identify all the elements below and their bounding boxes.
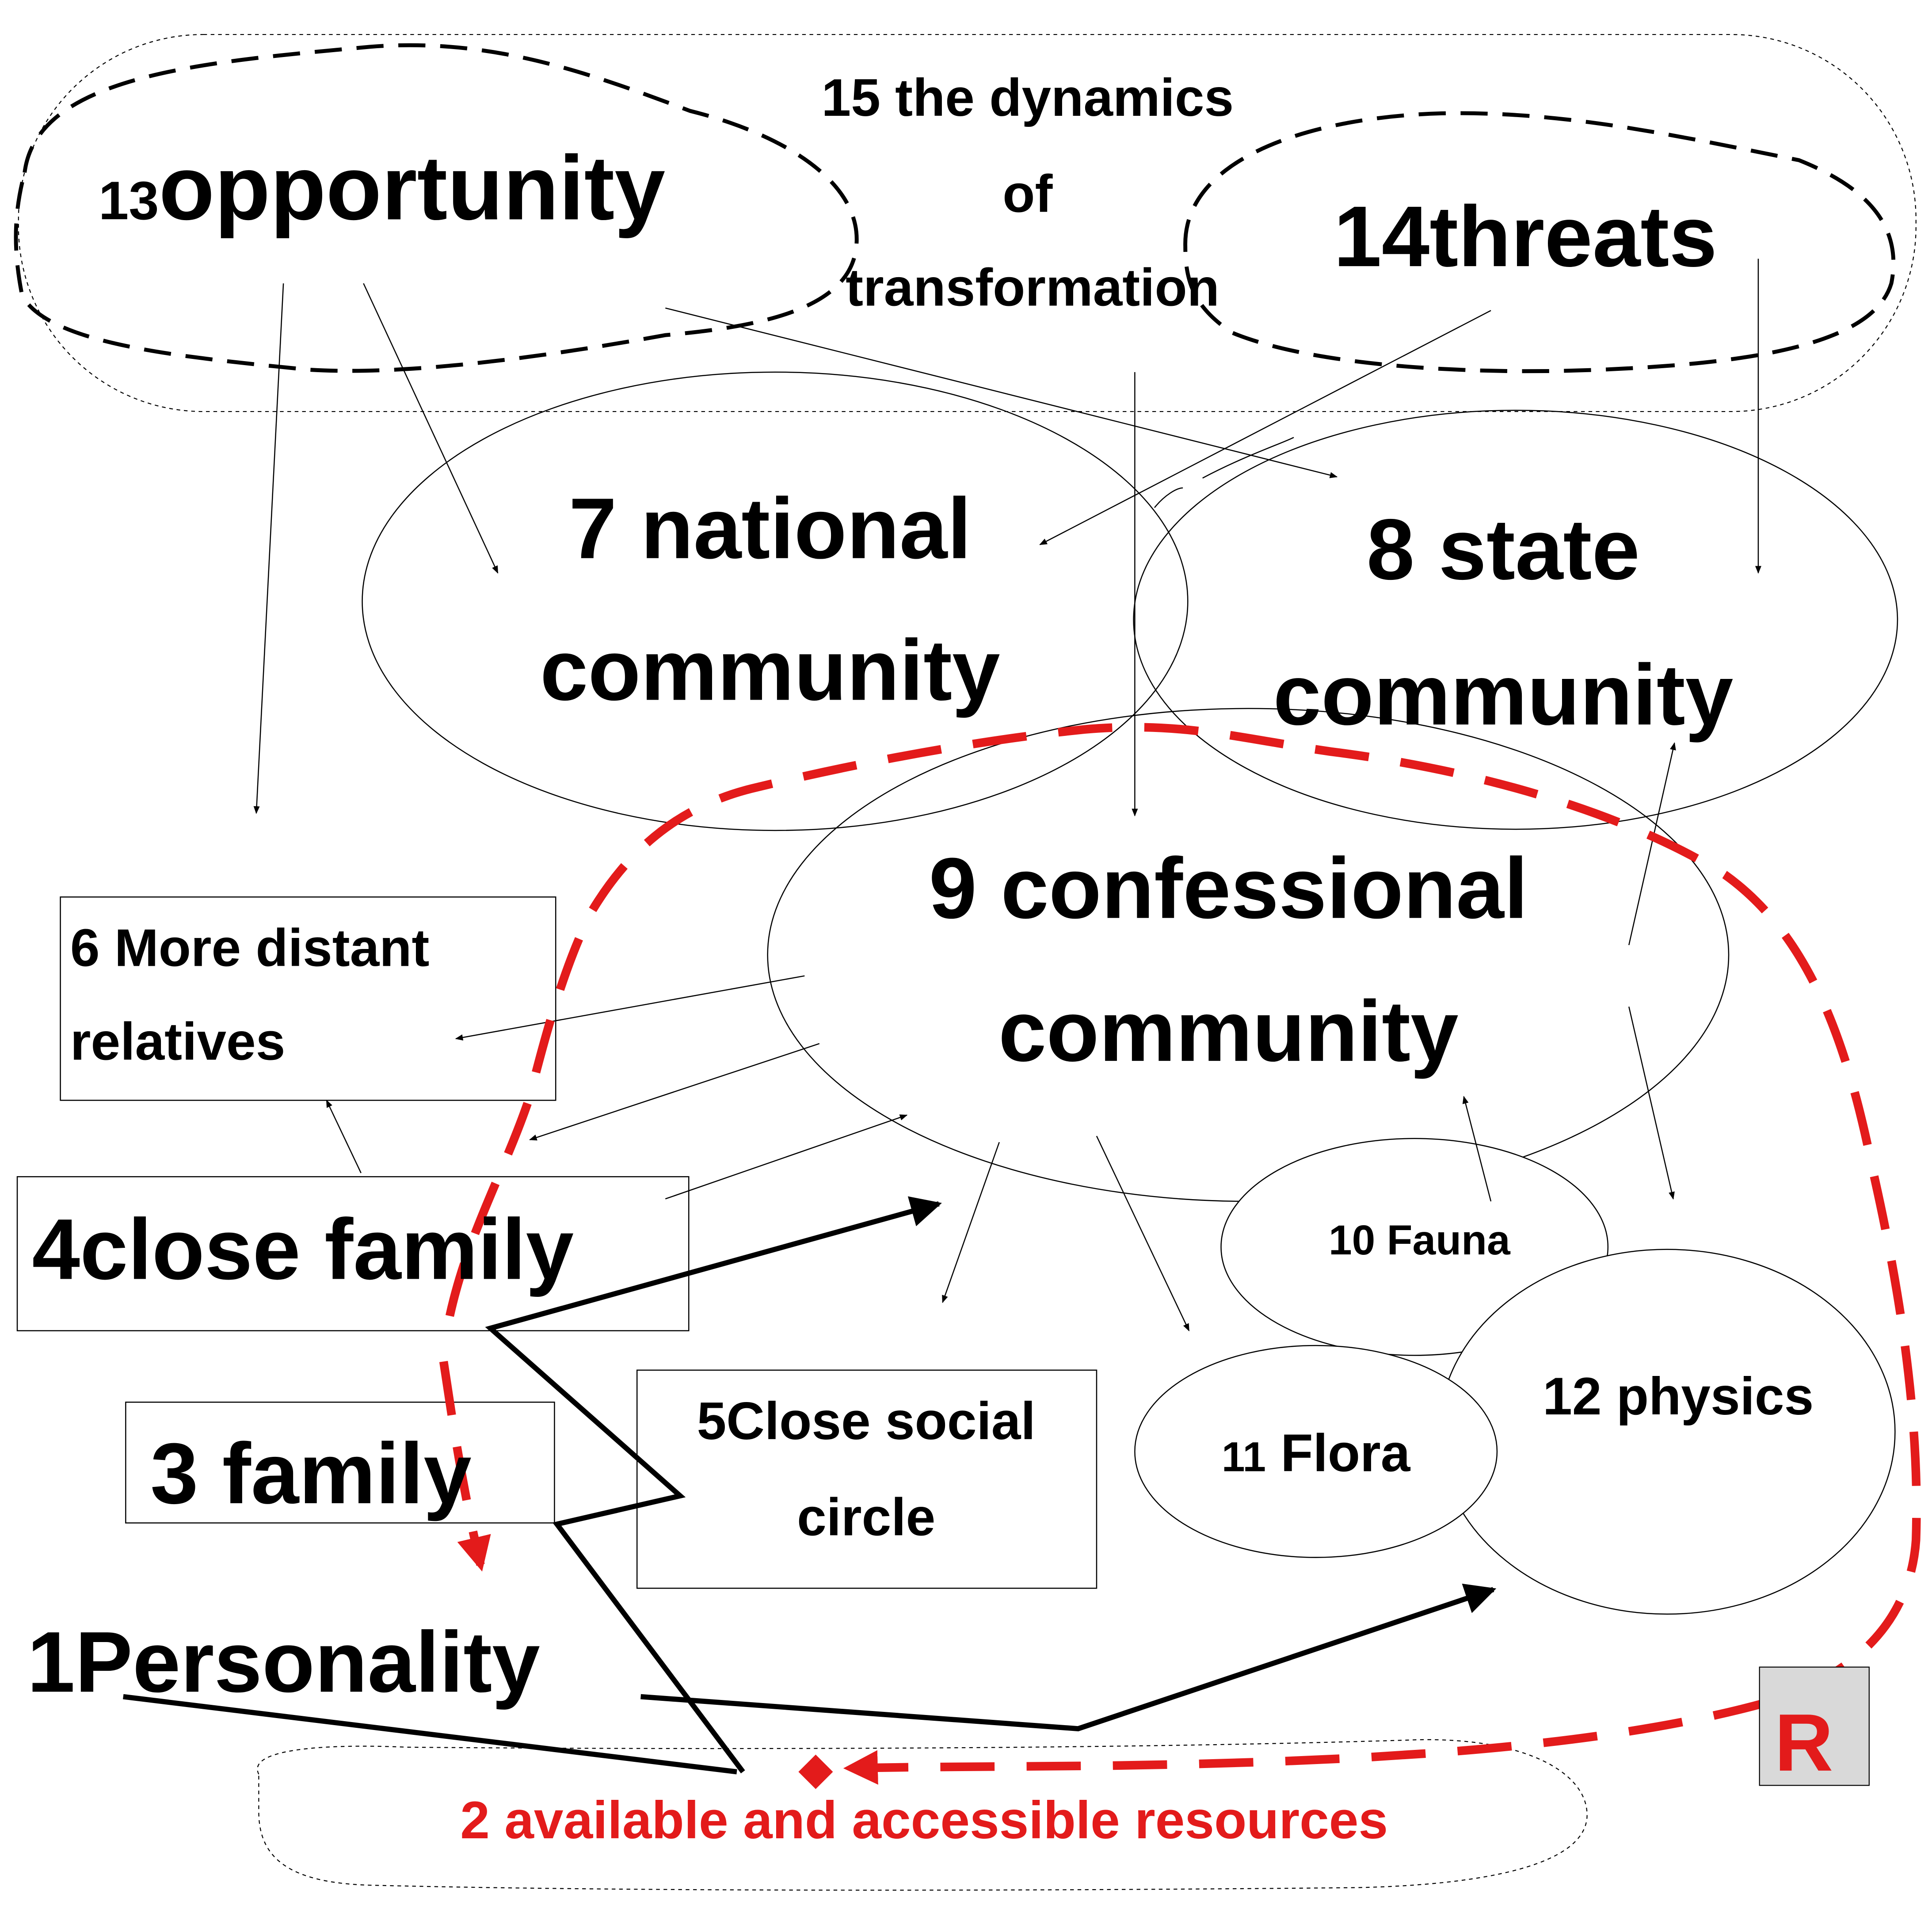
arrow-opportunity-to-national bbox=[363, 283, 499, 574]
transformation-label-line1: 15 the dynamics bbox=[822, 68, 1234, 127]
arrow-confessional-to-flora bbox=[1096, 1136, 1190, 1332]
red-resource-loop bbox=[439, 723, 1921, 1785]
arrow-confessional-down-left bbox=[942, 1142, 1000, 1303]
family-label: 3 family bbox=[150, 1425, 472, 1522]
opportunity-number: 13 bbox=[99, 170, 159, 231]
opportunity-cloud bbox=[14, 43, 859, 373]
opportunity-word: opportunity bbox=[159, 137, 665, 239]
path-personality-to-physics bbox=[640, 1583, 1497, 1731]
arrow-opportunity-to-relatives bbox=[253, 283, 284, 814]
state-label-line2: community bbox=[1273, 647, 1734, 743]
red-loop-upper bbox=[445, 723, 1921, 1785]
arrow-confessional-to-state bbox=[1628, 742, 1676, 945]
r-badge-box bbox=[1759, 1666, 1870, 1786]
arrow-confessional-to-close-family bbox=[529, 1043, 820, 1141]
transformation-region bbox=[18, 34, 1917, 412]
arrow-close-family-to-confessional bbox=[665, 1114, 908, 1200]
path-personality-to-resources bbox=[123, 1694, 737, 1775]
physics-ellipse bbox=[1438, 1249, 1896, 1615]
threats-label: 14threats bbox=[1334, 188, 1717, 285]
zigzag-to-confessional bbox=[485, 1196, 942, 1774]
flora-word: Flora bbox=[1266, 1423, 1411, 1482]
bold-paths bbox=[123, 1196, 1497, 1775]
close-family-label: 4close family bbox=[32, 1201, 574, 1298]
close-social-circle-box bbox=[636, 1369, 1097, 1589]
thin-arrows bbox=[253, 259, 1761, 1332]
arrow-close-family-to-relatives bbox=[326, 1099, 362, 1174]
family-box bbox=[125, 1402, 555, 1524]
personality-label: 1Personality bbox=[27, 1614, 540, 1710]
transformation-label-line2: of bbox=[1002, 164, 1053, 223]
arrow-fauna-to-confessional bbox=[1462, 1096, 1492, 1202]
national-label-line1: 7 national bbox=[569, 480, 972, 577]
resources-label: 2 available and accessible resources bbox=[460, 1791, 1388, 1850]
personality-word: Personality bbox=[75, 1614, 540, 1710]
flora-number: 11 bbox=[1222, 1433, 1266, 1480]
flora-label: 11 Flora bbox=[1222, 1423, 1411, 1482]
confessional-label-line2: community bbox=[998, 983, 1459, 1079]
national-label-line2: community bbox=[540, 622, 1000, 718]
arrow-confessional-to-physics bbox=[1628, 1006, 1675, 1200]
r-badge-text: R bbox=[1775, 1697, 1833, 1788]
confessional-label-line1: 9 confessional bbox=[929, 840, 1528, 937]
personality-number: 1 bbox=[27, 1614, 75, 1710]
relatives-label-line2: relatives bbox=[70, 1012, 285, 1071]
transformation-label-line3: transformation bbox=[846, 258, 1219, 317]
relatives-label-line1: 6 More distant bbox=[70, 918, 430, 978]
social-circle-label-line1: 5Close social bbox=[697, 1391, 1036, 1451]
opportunity-label: 13opportunity bbox=[99, 137, 665, 239]
national-community-ellipse bbox=[362, 371, 1189, 831]
social-circle-label-line2: circle bbox=[797, 1487, 935, 1547]
arrow-threats-to-national bbox=[1039, 310, 1491, 545]
flora-ellipse bbox=[1134, 1345, 1498, 1558]
red-loop-drop-to-personality bbox=[439, 1360, 491, 1572]
red-diamond bbox=[798, 1754, 833, 1789]
more-distant-relatives-box bbox=[60, 896, 556, 1101]
resources-region bbox=[257, 1739, 1588, 1891]
confessional-community-ellipse bbox=[767, 708, 1730, 1202]
fauna-label: 10 Fauna bbox=[1329, 1217, 1511, 1264]
state-community-ellipse bbox=[1133, 410, 1898, 830]
link-national-state bbox=[1154, 437, 1294, 508]
arrow-confessional-to-relatives bbox=[455, 975, 805, 1041]
physics-label: 12 physics bbox=[1543, 1367, 1814, 1426]
state-label-line1: 8 state bbox=[1367, 501, 1640, 598]
